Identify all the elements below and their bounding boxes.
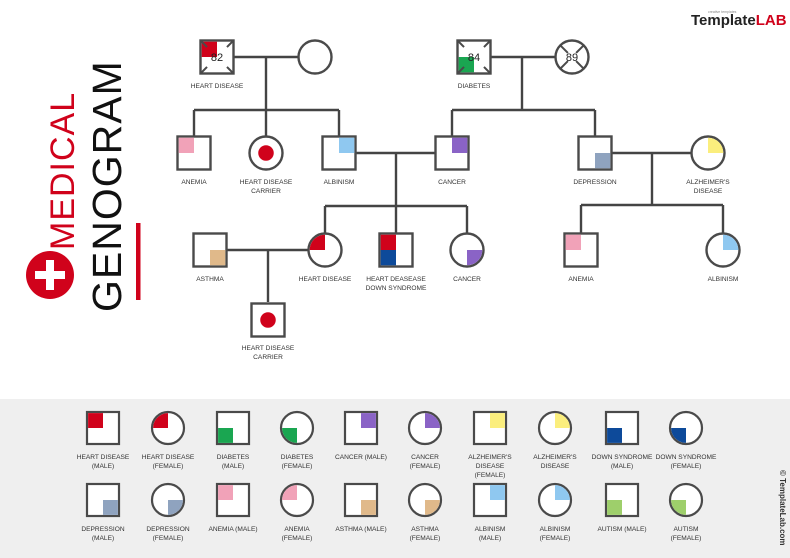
legend-item-5-symbol (343, 410, 379, 446)
medical-cross-icon (26, 251, 74, 299)
legend-item-5-label: CANCER (MALE) (335, 454, 387, 461)
person-g4-label: CANCER (453, 276, 481, 283)
page-title: MEDICAL GENOGRAM (26, 60, 141, 312)
person-c5-symbol (577, 135, 613, 171)
title-accent-bar (136, 223, 141, 300)
legend-item-16-label: ASTHMA(FEMALE) (410, 526, 441, 542)
legend: HEART DISEASE(MALE) HEART DISEASE(FEMALE)… (77, 410, 717, 542)
person-g6-symbol (705, 232, 741, 268)
legend-item-14-label: ANEMIA(FEMALE) (282, 526, 313, 542)
legend-item-19-label: AUTISM (MALE) (597, 526, 646, 533)
legend-item-2-symbol (150, 410, 186, 446)
person-c1-symbol (176, 135, 212, 171)
brand-name-part-a: Template (691, 12, 756, 29)
legend-item-17-label: ALBINISM(MALE) (475, 526, 506, 542)
legend-item-1-symbol (85, 410, 121, 446)
person-gf1-label: HEART DISEASE (191, 83, 244, 90)
legend-item-20-label: AUTISM(FEMALE) (671, 526, 702, 542)
person-gm1-symbol (297, 39, 333, 75)
legend-item-9-symbol (604, 410, 640, 446)
person-g1-symbol (192, 232, 228, 268)
legend-item-3-label: DIABETES(MALE) (217, 454, 250, 470)
person-c4-symbol (434, 135, 470, 171)
side-credit: © TemplateLab.com (778, 470, 787, 546)
legend-item-2-label: HEART DISEASE(FEMALE) (142, 454, 195, 470)
legend-item-3-symbol (215, 410, 251, 446)
legend-item-4-label: DIABETES(FEMALE) (281, 454, 314, 470)
title-line-1: MEDICAL (44, 92, 82, 250)
person-c6-symbol (690, 135, 726, 171)
legend-panel (0, 399, 790, 558)
person-gf2-age: 84 (468, 52, 480, 64)
legend-item-9-label: DOWN SYNDROME(MALE) (592, 454, 653, 470)
person-c4-label: CANCER (438, 179, 466, 186)
person-gm2-symbol: 89 (554, 39, 590, 75)
legend-item-11-symbol (85, 482, 121, 518)
legend-item-10-symbol (668, 410, 704, 446)
person-g2-label: HEART DISEASE (299, 276, 352, 283)
legend-item-16-symbol (407, 482, 443, 518)
person-c2-symbol (248, 135, 284, 171)
legend-item-13-label: ANEMIA (MALE) (208, 526, 257, 533)
relationship-lines (192, 55, 725, 302)
person-g5-symbol (563, 232, 599, 268)
legend-item-11-label: DEPRESSION(MALE) (81, 526, 124, 542)
legend-item-10-label: DOWN SYNDROME(FEMALE) (656, 454, 717, 470)
legend-item-4-symbol (279, 410, 315, 446)
person-g3-symbol (378, 232, 414, 268)
legend-item-18-symbol (537, 482, 573, 518)
person-g5-label: ANEMIA (568, 276, 594, 283)
legend-item-18-label: ALBINISM(FEMALE) (540, 526, 571, 542)
legend-item-8-symbol (537, 410, 573, 446)
legend-item-19-symbol (604, 482, 640, 518)
person-gf2-label: DIABETES (458, 83, 491, 90)
legend-item-7-symbol (472, 410, 508, 446)
person-c5-label: DEPRESSION (573, 179, 616, 186)
person-c3-symbol (321, 135, 357, 171)
brand-name: TemplateLAB (691, 12, 787, 29)
person-g2-symbol (307, 232, 343, 268)
legend-item-12-symbol (150, 482, 186, 518)
person-gf2-symbol: 84 (456, 39, 492, 75)
legend-item-15-label: ASTHMA (MALE) (335, 526, 386, 533)
title-line-2: GENOGRAM (84, 60, 130, 312)
person-gf1-symbol: 82 (199, 39, 235, 75)
person-g4-symbol (449, 232, 485, 268)
person-c3-label: ALBINISM (324, 179, 355, 186)
legend-item-1-label: HEART DISEASE(MALE) (77, 454, 130, 470)
legend-item-12-label: DEPRESSION(FEMALE) (146, 526, 189, 542)
legend-item-6-label: CANCER(FEMALE) (410, 454, 441, 470)
legend-item-6-symbol (407, 410, 443, 446)
legend-item-15-symbol (343, 482, 379, 518)
person-gm2-age: 89 (566, 52, 578, 64)
brand-name-part-b: LAB (756, 12, 787, 29)
person-g6-label: ALBINISM (708, 276, 739, 283)
legend-item-14-symbol (279, 482, 315, 518)
legend-item-17-symbol (472, 482, 508, 518)
legend-item-20-symbol (668, 482, 704, 518)
person-g1-label: ASTHMA (196, 276, 224, 283)
brand-tagline: creative templates (708, 10, 737, 14)
legend-item-13-symbol (215, 482, 251, 518)
brand-logo: creative templates TemplateLAB (691, 10, 787, 29)
person-c1-label: ANEMIA (181, 179, 207, 186)
person-gg1-symbol (250, 302, 286, 338)
person-gf1-age: 82 (211, 52, 223, 64)
